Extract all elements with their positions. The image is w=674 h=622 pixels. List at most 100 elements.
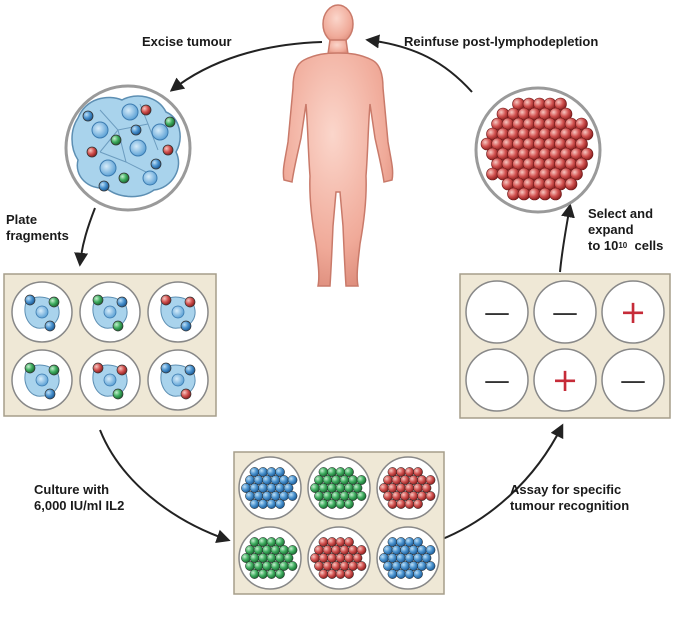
negative-mark: — bbox=[620, 366, 646, 396]
tumour-sample bbox=[64, 84, 192, 212]
label-select-exponent: 10 bbox=[618, 241, 628, 250]
green-t-cell bbox=[335, 499, 346, 509]
red-t-cell bbox=[580, 127, 594, 141]
blue-t-cell bbox=[413, 537, 423, 547]
red-t-cell bbox=[314, 561, 324, 571]
blue-t-cell bbox=[24, 294, 36, 306]
blue-t-cell bbox=[116, 296, 128, 308]
red-t-cell bbox=[559, 107, 573, 121]
green-t-cell bbox=[287, 561, 298, 571]
blue-t-cell bbox=[383, 561, 393, 571]
green-t-cell bbox=[112, 388, 124, 400]
green-t-cell bbox=[48, 296, 60, 308]
label-culture-line1: Culture with bbox=[34, 482, 110, 497]
human-body bbox=[282, 4, 394, 287]
green-t-cell bbox=[24, 362, 36, 374]
blue-t-cell bbox=[287, 491, 298, 501]
green-t-cell bbox=[318, 499, 329, 509]
label-assay: Assay for specific tumour recognition bbox=[510, 482, 629, 514]
green-t-cell bbox=[275, 569, 285, 579]
arrow-plate bbox=[74, 207, 96, 267]
green-t-cell bbox=[314, 491, 324, 501]
red-t-cell bbox=[344, 569, 354, 579]
green-t-cell bbox=[283, 553, 294, 563]
red-t-cell bbox=[421, 483, 432, 493]
label-select-line1: Select and bbox=[588, 206, 654, 221]
green-t-cell bbox=[356, 475, 367, 485]
red-t-cell bbox=[180, 388, 192, 400]
tumour-nucleus bbox=[103, 373, 117, 387]
label-select-suffix: cells bbox=[634, 238, 664, 253]
blue-t-cell bbox=[275, 467, 285, 477]
red-t-cell bbox=[554, 97, 567, 111]
culture-plate bbox=[233, 451, 445, 595]
label-select-expand: Select and expand to 1010 cells bbox=[588, 206, 663, 256]
blue-t-cell bbox=[287, 475, 298, 485]
positive-mark: + bbox=[552, 361, 579, 399]
red-t-cell bbox=[352, 553, 363, 563]
blue-t-cell bbox=[160, 362, 172, 374]
negative-mark: — bbox=[484, 298, 510, 328]
blue-t-cell bbox=[425, 545, 436, 555]
label-culture-line2: 6,000 IU/ml IL2 bbox=[34, 498, 125, 513]
blue-t-cell bbox=[245, 491, 255, 501]
green-t-cell bbox=[48, 364, 60, 376]
label-select-prefix: to 10 bbox=[588, 238, 619, 253]
blue-t-cell bbox=[387, 569, 398, 579]
assay-well bbox=[465, 280, 529, 344]
green-t-cell bbox=[287, 545, 298, 555]
tumour-nucleus bbox=[35, 373, 49, 387]
green-t-cell bbox=[245, 561, 255, 571]
label-assay-line2: tumour recognition bbox=[510, 498, 630, 513]
red-t-cell bbox=[404, 499, 415, 509]
red-t-cell bbox=[116, 364, 128, 376]
blue-t-cell bbox=[413, 569, 423, 579]
arrow-select bbox=[559, 203, 575, 273]
red-t-cell bbox=[549, 187, 562, 201]
infiltrating-t-cells bbox=[82, 104, 176, 192]
green-t-cell bbox=[344, 467, 354, 477]
label-excise-tumour: Excise tumour bbox=[142, 34, 232, 49]
green-t-cell bbox=[327, 499, 337, 509]
red-t-cell bbox=[570, 167, 583, 181]
blue-t-cell bbox=[283, 483, 294, 493]
red-t-cell bbox=[356, 561, 367, 571]
tumour-nucleus bbox=[171, 373, 185, 387]
red-t-cell bbox=[327, 569, 337, 579]
red-t-cell bbox=[160, 294, 172, 306]
red-t-cell bbox=[335, 569, 346, 579]
label-plate-line1: Plate bbox=[6, 212, 38, 227]
red-t-cell bbox=[387, 499, 398, 509]
tumour-cell-outlines bbox=[99, 103, 159, 175]
tumour-nucleus bbox=[171, 305, 185, 319]
blue-t-cell bbox=[425, 561, 436, 571]
blue-t-cell bbox=[184, 364, 196, 376]
red-t-cell bbox=[564, 177, 578, 191]
red-t-cell bbox=[413, 499, 423, 509]
red-t-cell bbox=[425, 475, 436, 485]
green-t-cell bbox=[344, 499, 354, 509]
red-t-cell bbox=[575, 157, 588, 171]
label-select-line2: expand bbox=[588, 222, 634, 237]
red-t-cell bbox=[383, 491, 393, 501]
green-t-cell bbox=[266, 569, 277, 579]
red-t-cell bbox=[575, 137, 588, 151]
red-t-cell bbox=[580, 147, 594, 161]
blue-t-cell bbox=[275, 499, 285, 509]
red-t-cell bbox=[356, 545, 367, 555]
green-t-cell bbox=[258, 569, 268, 579]
arrow-assay bbox=[439, 423, 564, 541]
blue-t-cell bbox=[249, 499, 260, 509]
expanded-t-cells bbox=[480, 97, 594, 201]
label-plate-fragments: Plate fragments bbox=[6, 212, 69, 244]
assay-well bbox=[601, 280, 665, 344]
blue-t-cell bbox=[404, 569, 415, 579]
positive-mark: + bbox=[620, 293, 647, 331]
blue-t-cell bbox=[44, 320, 56, 332]
blue-t-cell bbox=[421, 553, 432, 563]
negative-mark: — bbox=[484, 366, 510, 396]
tumour-nucleus bbox=[103, 305, 117, 319]
assay-plate: ——+—+— bbox=[459, 273, 671, 419]
blue-t-cell bbox=[44, 388, 56, 400]
red-t-cell bbox=[184, 296, 196, 308]
